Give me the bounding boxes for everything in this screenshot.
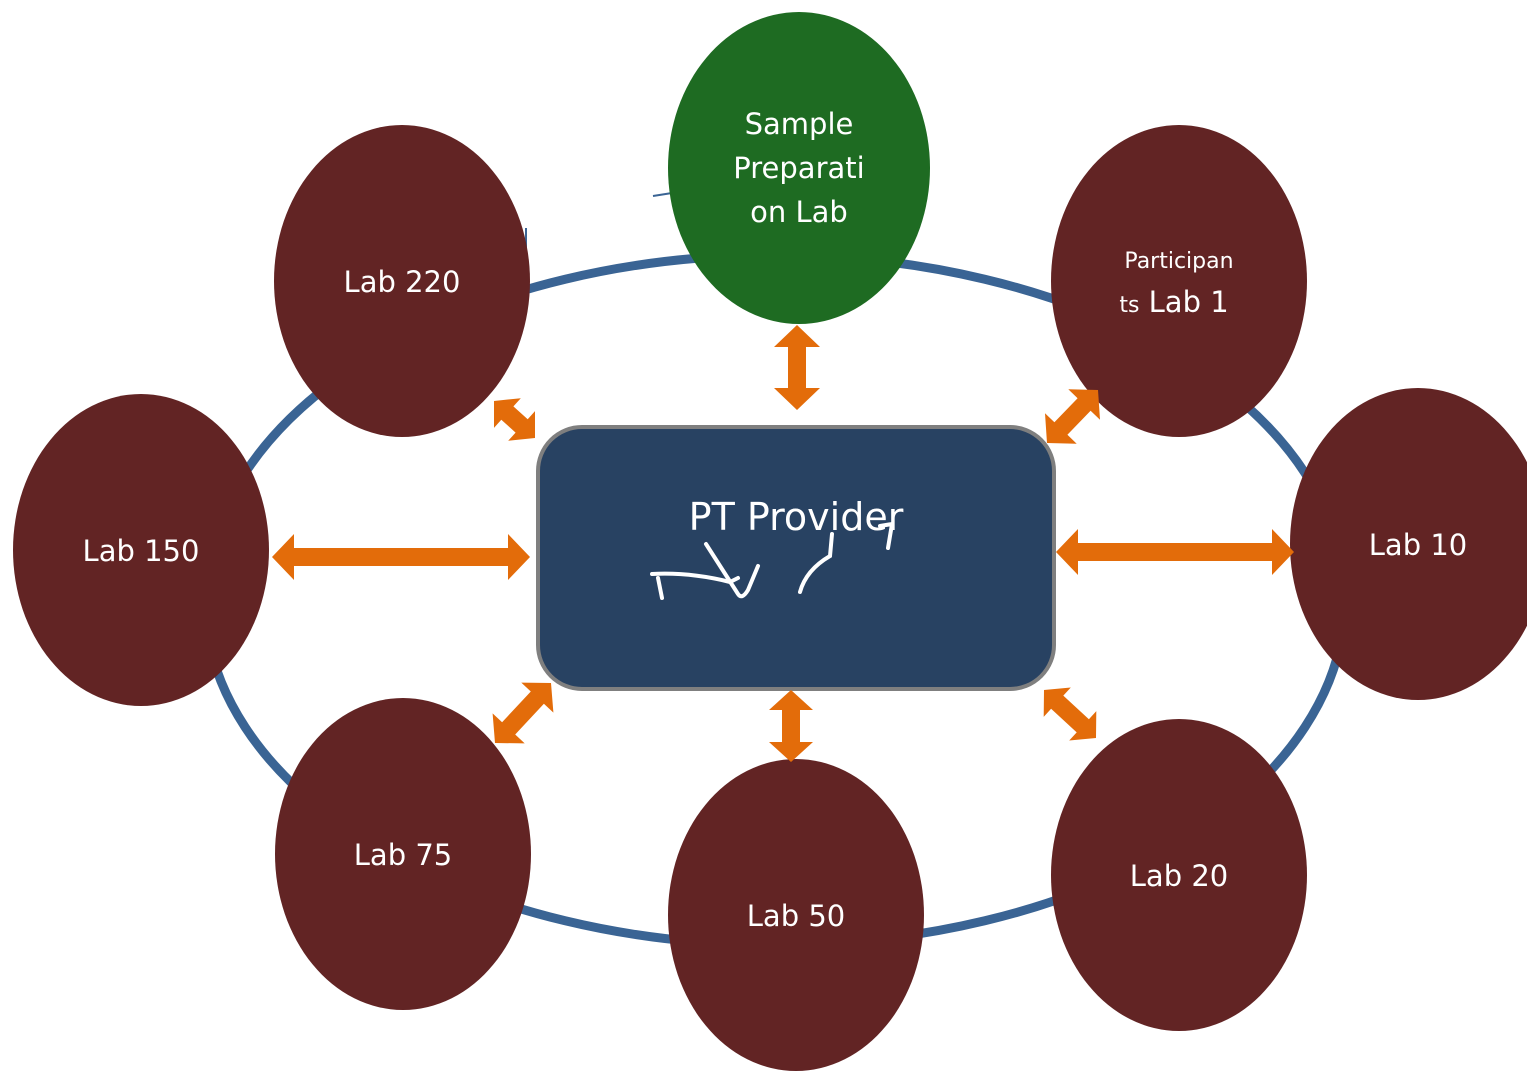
node-sample-preparation-lab: Sample Preparati on Lab: [668, 12, 930, 324]
lab-50-ellipse: [668, 759, 924, 1071]
node-lab-10: Lab 10: [1290, 388, 1527, 700]
node-lab-220: Lab 220: [274, 125, 530, 437]
arrow-sample-lab: [774, 325, 820, 410]
arrow-lab-50: [769, 690, 813, 762]
arrow-lab-75: [492, 682, 554, 744]
node-pt-provider: PT Provider: [536, 425, 1056, 691]
sample-lab-ellipse: [668, 12, 930, 324]
lab-50-label: Lab 50: [747, 899, 845, 933]
arrow-lab-20: [1043, 687, 1097, 741]
arrow-lab-220: [494, 398, 535, 441]
participants-lab-line1: Participan: [1124, 249, 1233, 274]
participants-lab-line2: ts Lab 1: [1119, 285, 1228, 319]
handwritten-scribble: [650, 521, 895, 600]
lab-150-ellipse: [13, 394, 269, 706]
decorative-stroke: [652, 192, 673, 197]
node-lab-150: Lab 150: [13, 394, 269, 706]
lab-20-ellipse: [1051, 719, 1307, 1031]
lab-75-ellipse: [275, 698, 531, 1010]
node-lab-20: Lab 20: [1051, 719, 1307, 1031]
sample-lab-line1: Sample: [745, 107, 854, 141]
participants-lab-line2-main: Lab 1: [1139, 285, 1228, 319]
sample-lab-line3: on Lab: [750, 195, 848, 229]
lab-10-label: Lab 10: [1369, 528, 1467, 562]
pt-provider-label: PT Provider: [689, 495, 904, 539]
node-participants-lab-1: Participan ts Lab 1: [1051, 125, 1307, 437]
participants-lab-line2-small: ts: [1119, 293, 1139, 318]
arrow-lab-10: [1056, 529, 1294, 575]
lab-150-label: Lab 150: [83, 534, 200, 568]
pt-provider-box: [536, 425, 1056, 691]
arrows-group: [272, 325, 1294, 762]
arrow-lab-150: [272, 534, 530, 580]
participants-lab-ellipse: [1051, 125, 1307, 437]
lab-220-ellipse: [274, 125, 530, 437]
lab-20-label: Lab 20: [1130, 859, 1228, 893]
lab-75-label: Lab 75: [354, 838, 452, 872]
lab-220-label: Lab 220: [344, 265, 461, 299]
arrow-participants-lab: [1045, 389, 1100, 444]
lab-10-ellipse: [1290, 388, 1527, 700]
sample-lab-line2: Preparati: [733, 151, 864, 185]
node-lab-75: Lab 75: [275, 698, 531, 1010]
node-lab-50: Lab 50: [668, 759, 924, 1071]
